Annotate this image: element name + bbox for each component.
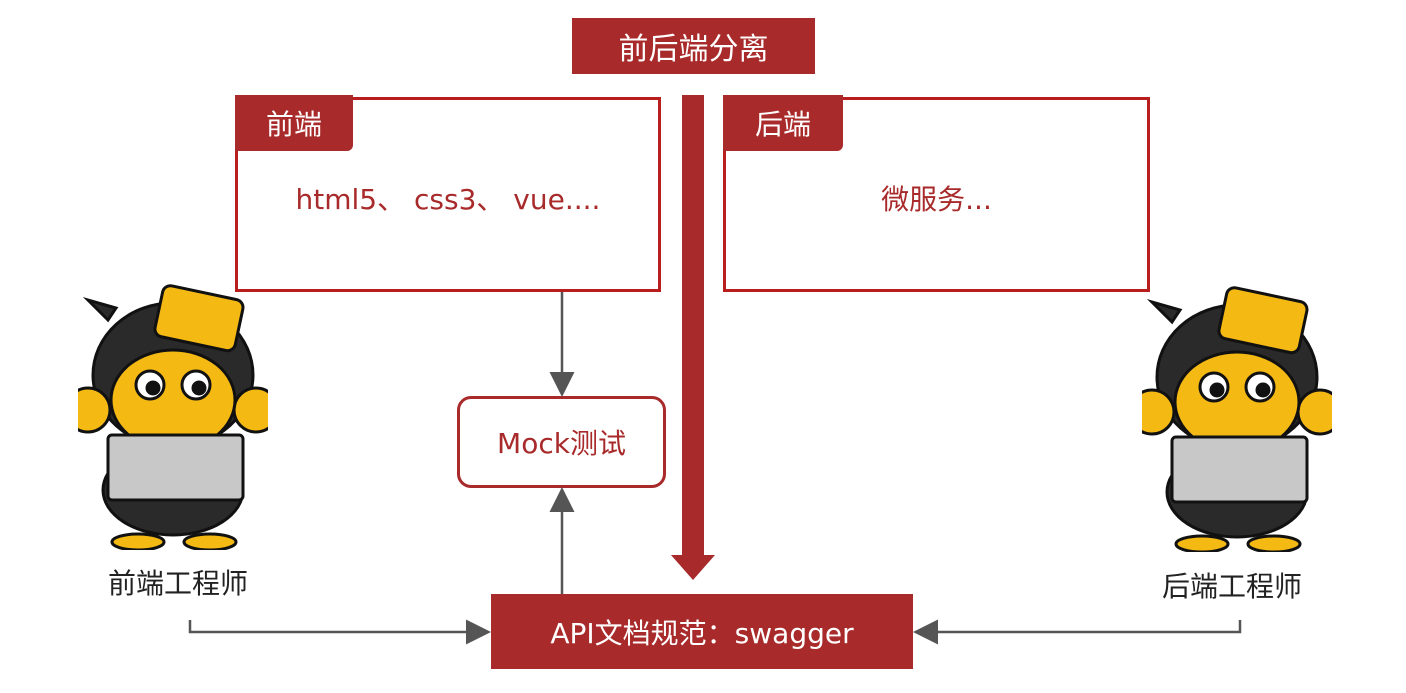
api-spec-box: API文档规范：swagger (491, 594, 913, 669)
backend-engineer-label: 后端工程师 (1162, 570, 1303, 603)
frontend-engineer-mascot (78, 284, 268, 550)
backend-tag: 后端 (723, 95, 843, 151)
mock-test-box: Mock测试 (457, 396, 666, 488)
frontend-tag: 前端 (235, 95, 353, 151)
arrow-frontend-engineer-to-api (188, 619, 491, 645)
diagram-title: 前后端分离 (572, 18, 815, 74)
backend-tech-text: 微服务... (881, 183, 992, 216)
frontend-engineer-label: 前端工程师 (108, 567, 249, 600)
backend-engineer-mascot (1142, 286, 1332, 552)
separator-arrow (671, 95, 715, 580)
arrow-backend-engineer-to-api (913, 619, 1242, 645)
frontend-tech-text: html5、 css3、 vue.... (295, 183, 601, 216)
